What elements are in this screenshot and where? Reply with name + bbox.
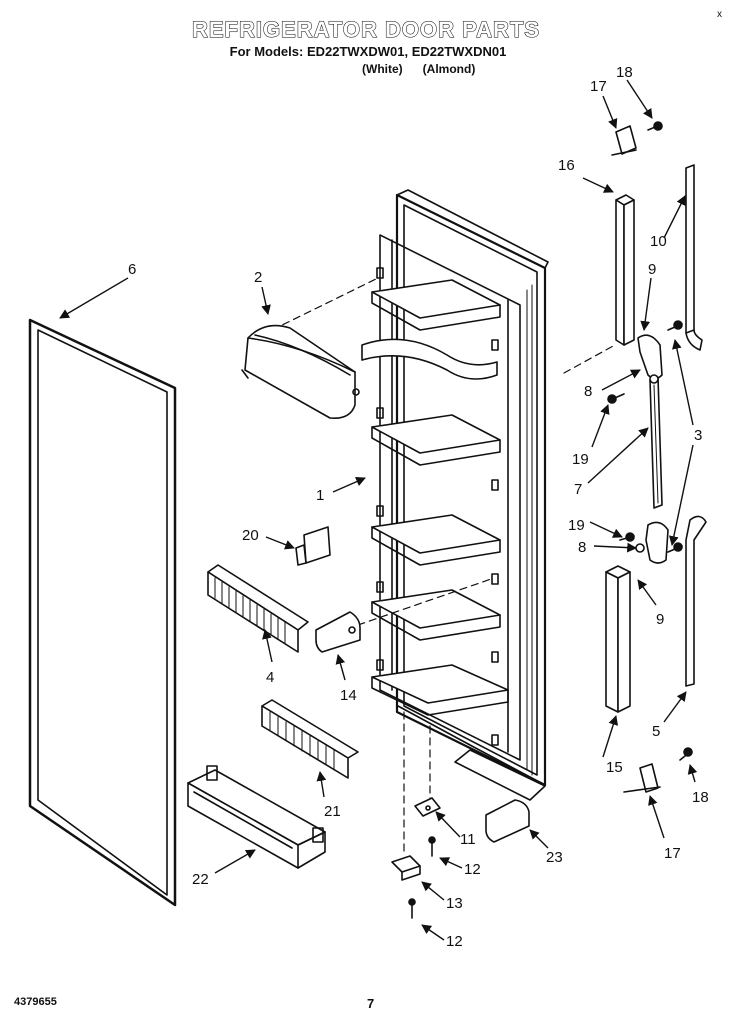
- handle-cap-part-9-lower[interactable]: [645, 521, 669, 564]
- callout-22: 22: [192, 871, 209, 888]
- hinge-bracket-part-11[interactable]: [414, 797, 441, 817]
- screw-part-3-lower[interactable]: [667, 542, 683, 553]
- bracket-part-17-lower[interactable]: [623, 763, 661, 793]
- callout-9-upper: 9: [648, 261, 656, 278]
- handle-part-7[interactable]: [649, 376, 663, 509]
- corner-mark: x: [717, 9, 722, 20]
- callout-12-lower: 12: [446, 933, 463, 950]
- callout-labels: 6 2 1 20 4 14 21 22 11 12 13 12 23 16 17…: [128, 64, 709, 950]
- spacer-part-8-upper[interactable]: [649, 374, 659, 384]
- bottom-bin-part-22[interactable]: [187, 765, 326, 869]
- callout-14: 14: [340, 687, 357, 704]
- screw-part-19-lower[interactable]: [619, 532, 635, 542]
- screw-part-19-upper[interactable]: [607, 393, 625, 404]
- callout-7: 7: [574, 481, 582, 498]
- models-line: For Models: ED22TWXDW01, ED22TWXDN01: [229, 44, 507, 59]
- callout-1: 1: [316, 487, 324, 504]
- end-cap-part-14[interactable]: [315, 611, 361, 653]
- hinge-part-13[interactable]: [391, 855, 421, 881]
- gasket-part-6[interactable]: [28, 318, 177, 907]
- callout-23: 23: [546, 849, 563, 866]
- callout-15: 15: [606, 759, 623, 776]
- bracket-part-17-upper[interactable]: [611, 125, 637, 156]
- callout-8-upper: 8: [584, 383, 592, 400]
- callout-13: 13: [446, 895, 463, 912]
- document-number: 4379655: [14, 996, 57, 1008]
- shelf-rail-part-4[interactable]: [207, 564, 309, 653]
- handle-trim-part-10[interactable]: [685, 164, 703, 351]
- handle-trim-part-16[interactable]: [615, 194, 635, 346]
- callout-21: 21: [324, 803, 341, 820]
- callout-17-upper: 17: [590, 78, 607, 95]
- callout-9-lower: 9: [656, 611, 664, 628]
- callout-8-lower: 8: [578, 539, 586, 556]
- callout-12-upper: 12: [464, 861, 481, 878]
- screw-part-12-lower[interactable]: [408, 898, 416, 919]
- callout-18-lower: 18: [692, 789, 709, 806]
- callout-10: 10: [650, 233, 667, 250]
- callout-19-upper: 19: [572, 451, 589, 468]
- assembly-lines: [271, 277, 616, 856]
- callout-20: 20: [242, 527, 259, 544]
- screw-part-12-upper[interactable]: [428, 836, 436, 857]
- variant-almond: (Almond): [422, 62, 476, 76]
- model-variants: (White) (Almond): [362, 62, 475, 76]
- leader-lines: [59, 79, 698, 941]
- callout-19-lower: 19: [568, 517, 585, 534]
- handle-trim-part-15[interactable]: [605, 565, 631, 713]
- callout-5: 5: [652, 723, 660, 740]
- handle-trim-part-5[interactable]: [685, 515, 707, 687]
- variant-white: (White): [362, 62, 403, 76]
- callout-11: 11: [460, 831, 476, 848]
- shelf-rail-part-21[interactable]: [261, 699, 359, 779]
- page-title: REFRIGERATOR DOOR PARTS: [191, 17, 541, 43]
- screw-part-18-lower[interactable]: [679, 747, 693, 761]
- handle-cap-part-9-upper[interactable]: [637, 334, 663, 380]
- spacer-part-8-lower[interactable]: [635, 543, 645, 553]
- callout-3: 3: [694, 427, 702, 444]
- callout-18-upper: 18: [616, 64, 633, 81]
- door-liner-part-1[interactable]: [361, 189, 549, 801]
- callout-17-lower: 17: [664, 845, 681, 862]
- dairy-door-part-2[interactable]: [241, 324, 360, 420]
- end-cap-part-23[interactable]: [485, 799, 530, 843]
- screw-part-3-upper[interactable]: [667, 320, 683, 331]
- callout-4: 4: [266, 669, 274, 686]
- nameplate-part-20[interactable]: [295, 526, 331, 566]
- screw-part-18-upper[interactable]: [647, 121, 663, 131]
- callout-6: 6: [128, 261, 136, 278]
- page-number: 7: [367, 996, 375, 1011]
- callout-2: 2: [254, 269, 262, 286]
- callout-16: 16: [558, 157, 575, 174]
